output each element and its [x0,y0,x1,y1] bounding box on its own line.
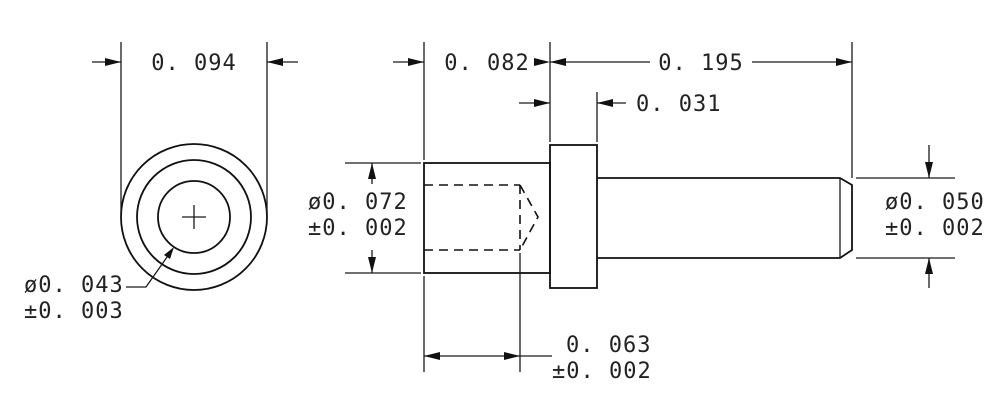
arrow-collar-left [534,99,550,107]
hidden-drill-point [519,184,539,251]
arrow-shank-dia-bottom [368,257,376,273]
end-view-bore-circle [157,180,231,254]
end-view-outer-circle [120,143,268,291]
arrow-bore-depth-left [424,352,440,360]
arrow-pin-dia-top [925,162,933,178]
dimension-collar-thickness: 0. 031 [636,92,721,117]
end-view: 0. 094 ø0. 043 ±0. 003 [24,42,298,324]
dimension-pin-diameter: ø0. 050 [885,190,985,215]
dimension-bore-depth: 0. 063 [566,333,651,358]
dimension-pin-length: 0. 195 [658,51,743,76]
dimension-bore-depth-tolerance: ±0. 002 [552,359,652,384]
arrow-head-left [105,58,121,66]
dimension-shank-length: 0. 082 [444,51,529,76]
leader-bore-diameter [126,249,173,288]
arrow-head-right [267,58,283,66]
arrow-pin-right [836,58,852,66]
collar [549,144,598,289]
arrow-bore-leader [164,247,174,259]
dimension-bore-diameter: ø0. 043 [24,273,124,298]
dimension-shank-diameter-tolerance: ±0. 002 [308,216,408,241]
shank-body [423,162,551,274]
arrow-pin-dia-bottom [925,258,933,274]
dimension-pin-diameter-tolerance: ±0. 002 [885,216,985,241]
arrow-shank-right [534,58,550,66]
end-view-collar-circle [136,159,252,275]
side-view: 0. 082 0. 195 0. 031 ø0. 072 ±0. 002 ø0.… [308,42,985,384]
arrow-pin-left [550,58,566,66]
dimension-shank-diameter: ø0. 072 [308,190,408,215]
pin-body [597,177,853,259]
arrow-shank-dia-top [368,163,376,179]
arrow-shank-left [408,58,424,66]
dimension-bore-diameter-tolerance: ±0. 003 [24,299,124,324]
dimension-head-width: 0. 094 [151,51,236,76]
arrow-collar-right [597,99,613,107]
arrow-bore-depth-right [504,352,520,360]
